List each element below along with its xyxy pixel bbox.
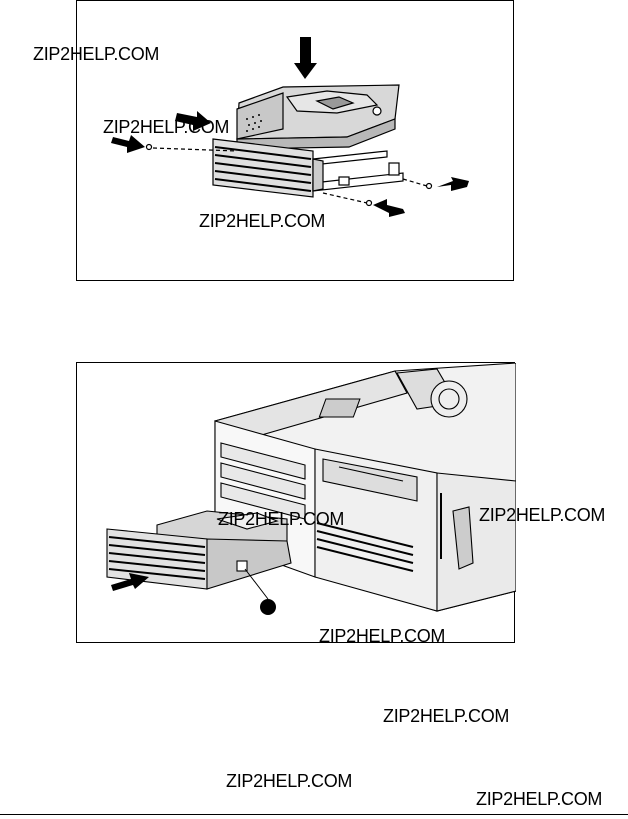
watermark-text: ZIP2HELP.COM	[319, 626, 446, 646]
watermark-text: ZIP2HELP.COM	[103, 117, 230, 137]
drive-rail-assembly-illustration	[111, 37, 469, 217]
watermark-text: ZIP2HELP.COM	[33, 44, 160, 64]
chassis-drive-bay-illustration	[106, 363, 516, 615]
page-bottom-rule	[0, 814, 628, 815]
watermark-text: ZIP2HELP.COM	[218, 509, 345, 529]
drive-insertion-figure	[76, 362, 516, 643]
watermark-text: ZIP2HELP.COM	[199, 211, 326, 231]
watermark-text: ZIP2HELP.COM	[476, 789, 603, 809]
watermark-text: ZIP2HELP.COM	[383, 706, 510, 726]
drive-mounting-figure	[76, 0, 514, 281]
watermark-text: ZIP2HELP.COM	[479, 505, 606, 525]
watermark-text: ZIP2HELP.COM	[226, 771, 353, 791]
